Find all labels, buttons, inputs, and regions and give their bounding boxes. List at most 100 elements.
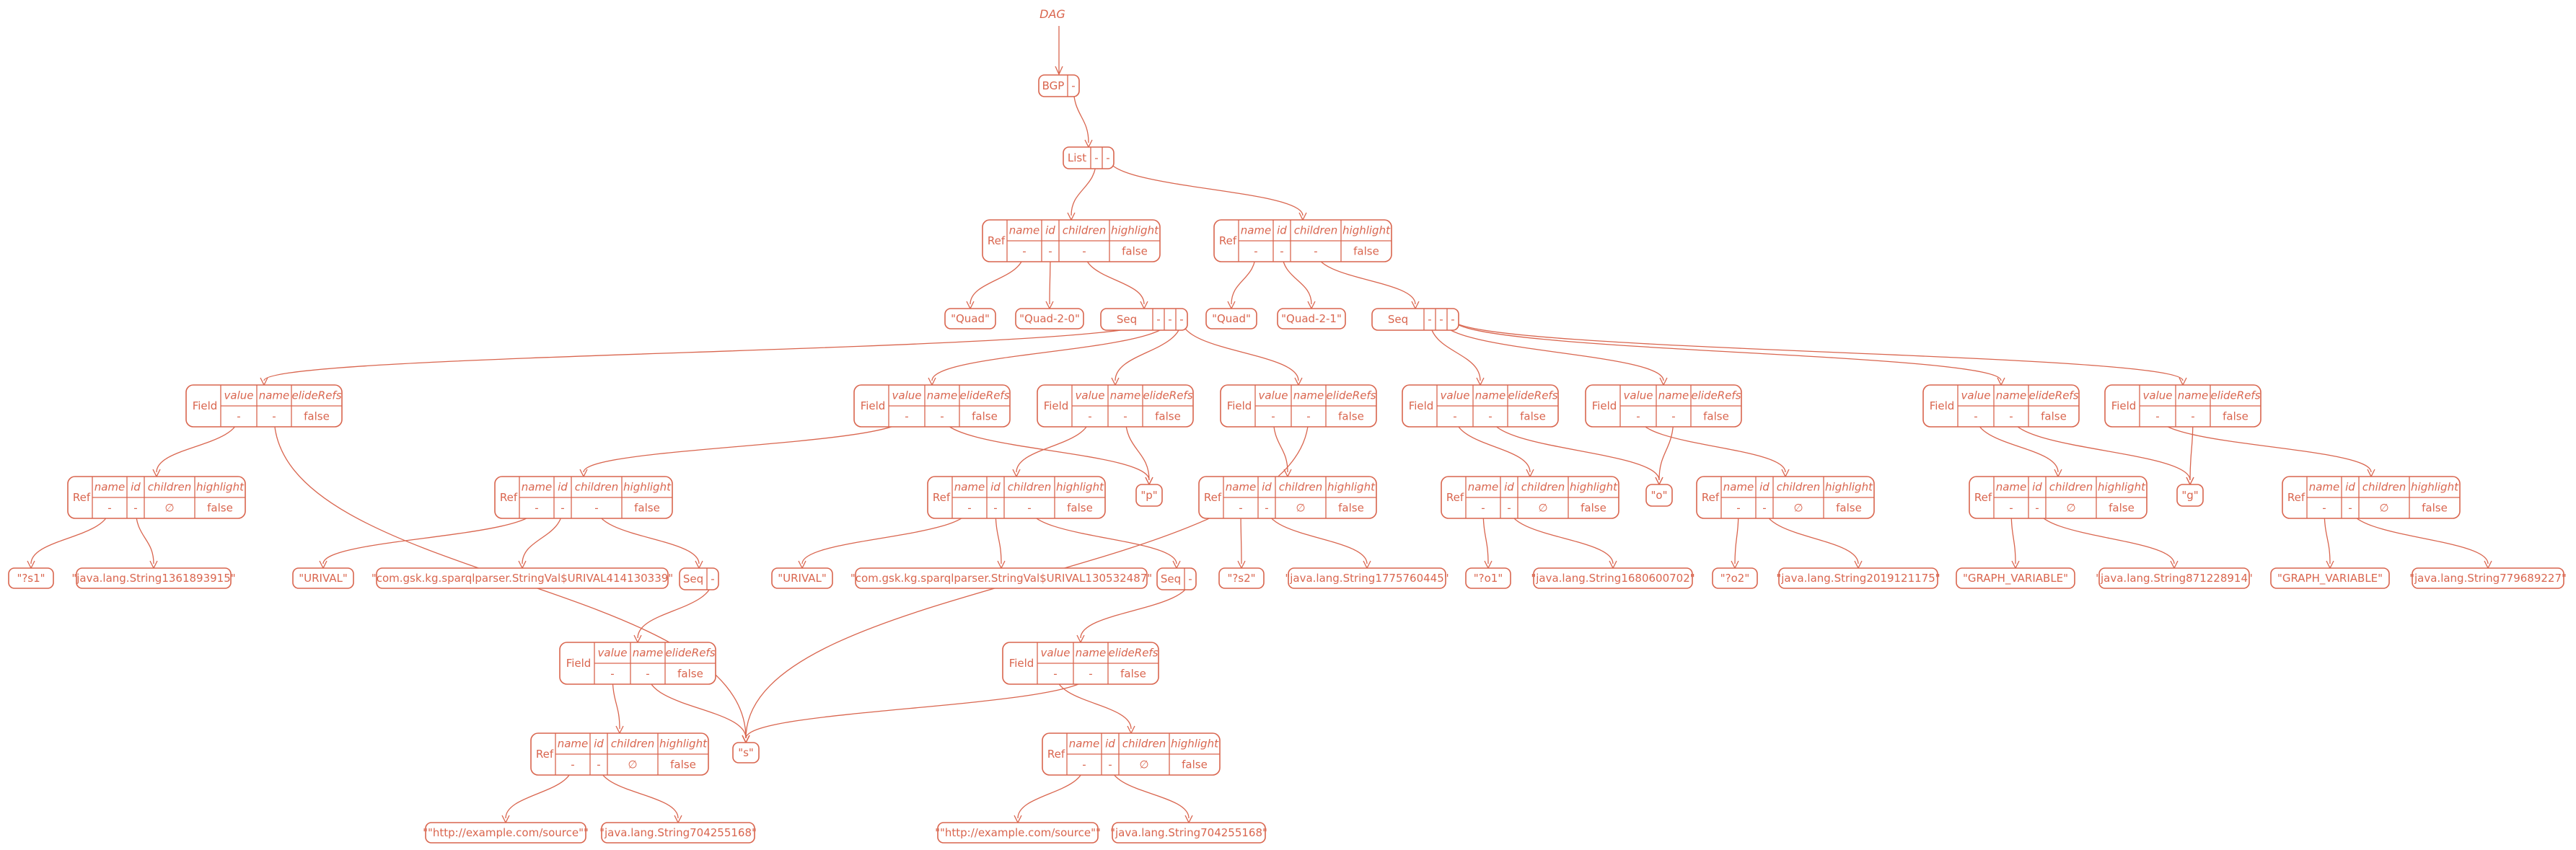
value-children: ∅ — [628, 758, 637, 771]
header-highlight: highlight — [2411, 481, 2459, 494]
node-frame — [292, 567, 354, 589]
node-o2_id: "java.lang.String2019121175" — [1776, 567, 1940, 589]
header-children: children — [1294, 224, 1338, 237]
value-name: - — [967, 502, 971, 515]
node-label: "GRAPH_VARIABLE" — [1963, 572, 2068, 585]
node-urival1_id: "com.gsk.kg.sparqlparser.StringVal$URIVA… — [372, 567, 673, 589]
header-name: name — [1723, 481, 1754, 494]
node-list: List-- — [1063, 146, 1115, 169]
node-label: "java.lang.String704255168" — [1110, 826, 1267, 839]
header-name: name — [1009, 224, 1040, 237]
header-children: children — [2049, 481, 2093, 494]
diagram-title: DAG — [1039, 7, 1065, 21]
node-s2_id: "java.lang.String1775760445" — [1285, 567, 1449, 589]
header-highlight: highlight — [1342, 224, 1391, 237]
header-value: value — [1441, 389, 1470, 402]
node-label: Field — [193, 399, 218, 412]
header-highlight: highlight — [1825, 481, 1873, 494]
node-quad0id: "Quad-2-0" — [1015, 308, 1084, 329]
header-value: value — [1259, 389, 1288, 402]
value-value: - — [1636, 410, 1640, 423]
node-frame — [1218, 567, 1265, 589]
node-label: Seq — [1117, 313, 1137, 326]
edge-seq1-to-field_o3-arrowhead — [2179, 377, 2187, 386]
node-label: "java.lang.String779689227" — [2409, 572, 2567, 585]
node-frame — [2412, 567, 2564, 589]
node-urival1_name: "URIVAL" — [292, 567, 354, 589]
value-id: - — [1280, 245, 1283, 258]
header-id: id — [1262, 481, 1272, 494]
header-children: children — [1279, 481, 1323, 494]
node-gv1_name: "GRAPH_VARIABLE" — [1956, 567, 2075, 589]
node-label: "java.lang.String1775760445" — [1285, 572, 1449, 585]
node-label: "?o2" — [1720, 572, 1749, 585]
node-o1_id: "java.lang.String1680600702" — [1531, 567, 1695, 589]
header-highlight: highlight — [659, 738, 708, 751]
value-highlight: false — [1122, 245, 1148, 258]
node-label: "?o1" — [1474, 572, 1503, 585]
node-frame — [855, 567, 1148, 589]
node-label: Field — [1592, 399, 1617, 412]
header-elideRefs: elideRefs — [665, 647, 715, 660]
edge-field_g2-to-g_leaf — [2010, 416, 2191, 481]
node-label: Field — [2111, 399, 2137, 412]
header-elideRefs: elideRefs — [1326, 389, 1376, 402]
value-name: - — [571, 758, 574, 771]
header-value: value — [598, 647, 628, 660]
edge-list-to-ref_q1 — [1107, 157, 1304, 216]
node-seq1: Seq--- — [1371, 308, 1459, 331]
node-src1_id: "java.lang.String704255168" — [599, 822, 757, 844]
header-id: id — [2345, 481, 2355, 494]
node-label: "GRAPH_VARIABLE" — [2277, 572, 2383, 585]
header-name: name — [954, 481, 985, 494]
node-s1_name: "?s1" — [8, 567, 54, 589]
value-name: - — [1082, 758, 1086, 771]
node-label: "java.lang.String2019121175" — [1776, 572, 1940, 585]
value-value: - — [1271, 410, 1275, 423]
node-label: BGP — [1042, 79, 1065, 92]
value-name: - — [1488, 410, 1492, 423]
port-marker: - — [1168, 313, 1171, 326]
value-id: - — [1265, 502, 1268, 515]
header-name: name — [2178, 389, 2209, 402]
header-id: id — [594, 738, 604, 751]
value-value: - — [1053, 668, 1057, 681]
edge-seq0-to-field_g — [1181, 319, 1299, 381]
header-name: name — [1110, 389, 1141, 402]
header-children: children — [2362, 481, 2406, 494]
node-seq_u2: Seq- — [1156, 567, 1197, 590]
value-highlight: false — [207, 502, 233, 515]
value-value: - — [1453, 410, 1456, 423]
node-src2_id: "java.lang.String704255168" — [1110, 822, 1267, 844]
edge-seq0-to-field_p — [931, 319, 1171, 381]
edge-seq0-to-field_s — [263, 319, 1159, 381]
value-value: - — [1088, 410, 1091, 423]
value-highlight: false — [1338, 502, 1364, 515]
header-elideRefs: elideRefs — [291, 389, 341, 402]
node-o_leaf: "o" — [1645, 484, 1673, 507]
node-frame — [1465, 567, 1511, 589]
value-highlight: false — [670, 758, 696, 771]
node-s_leaf: "s" — [732, 742, 760, 763]
value-name: - — [1089, 668, 1092, 681]
node-frame — [76, 567, 232, 589]
node-label: Ref — [1204, 491, 1222, 504]
node-label: "com.gsk.kg.sparqlparser.StringVal$URIVA… — [372, 572, 673, 585]
value-name: - — [940, 410, 944, 423]
node-label: Field — [1009, 657, 1034, 670]
header-children: children — [1063, 224, 1107, 237]
node-label: "p" — [1140, 489, 1157, 502]
node-frame — [679, 567, 719, 590]
edge-field_p-to-ref_urival1-arrowhead — [579, 469, 588, 478]
node-label: "g" — [2181, 489, 2198, 502]
value-children: ∅ — [164, 502, 174, 515]
node-label: "java.lang.String704255168" — [599, 826, 757, 839]
header-highlight: highlight — [1111, 224, 1159, 237]
